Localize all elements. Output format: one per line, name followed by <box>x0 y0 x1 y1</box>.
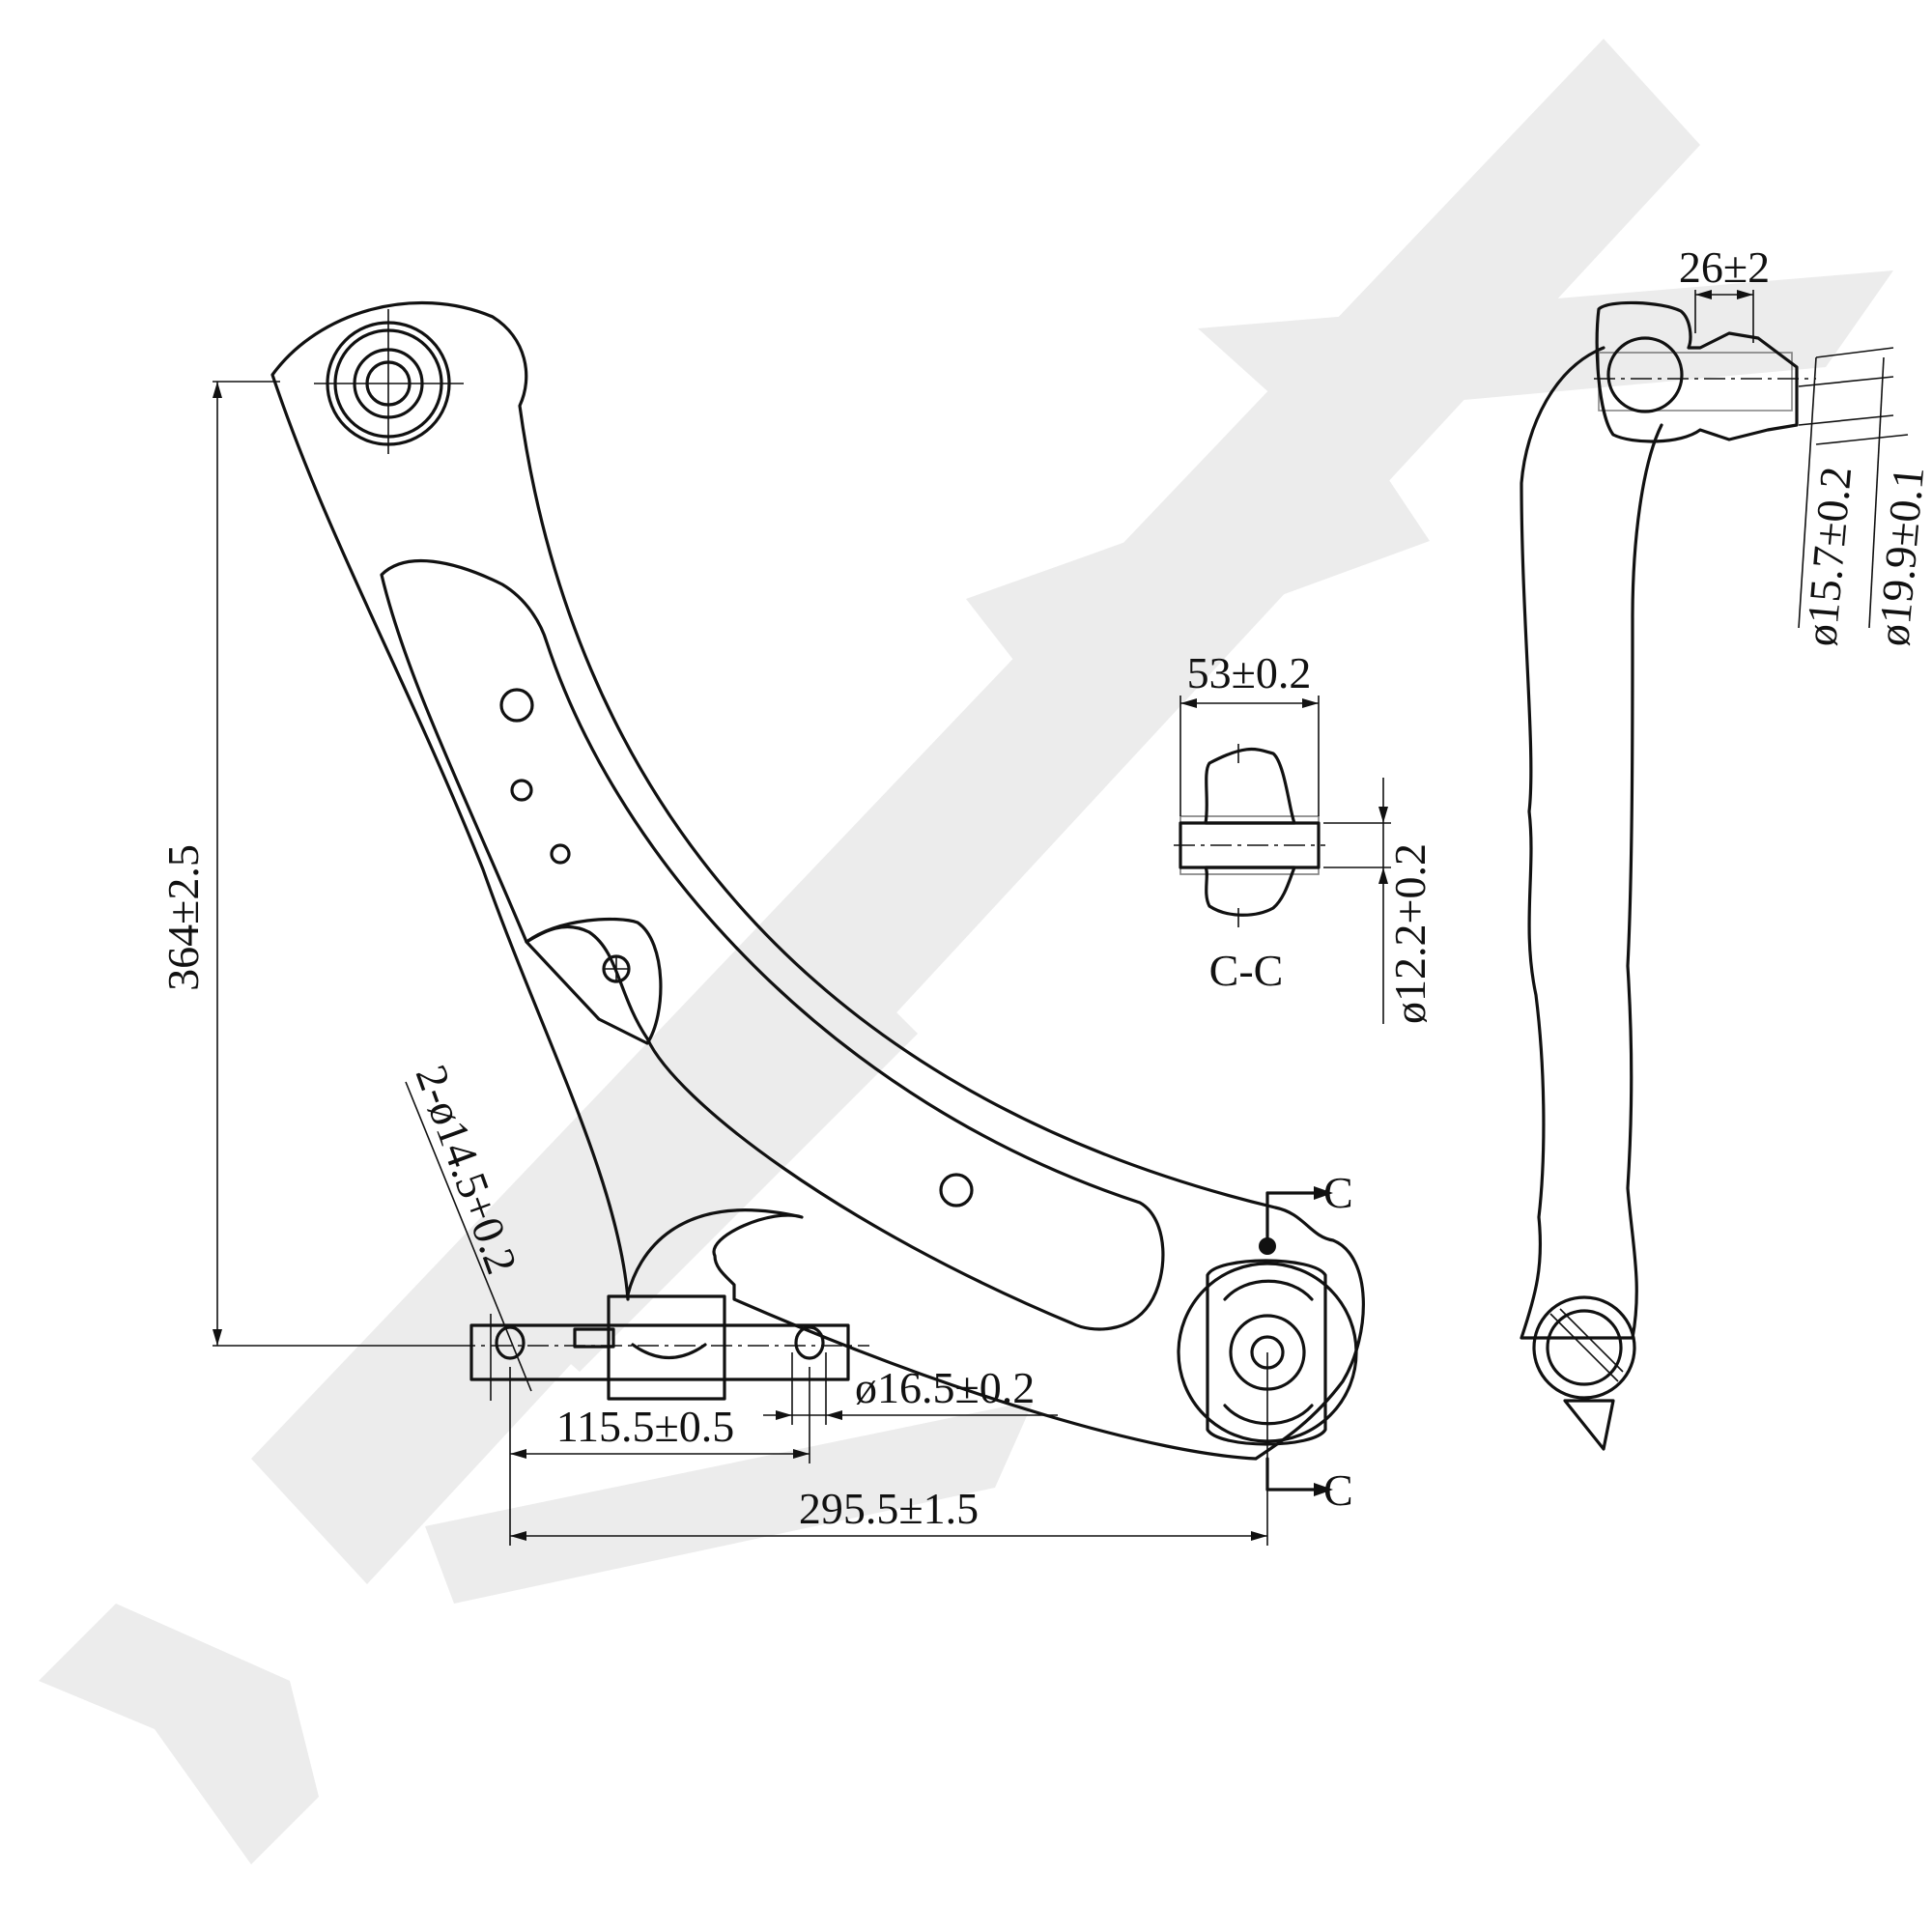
section-markers: C C <box>1259 1168 1353 1515</box>
front-bushing-bracket <box>454 1294 869 1401</box>
control-arm-body <box>270 300 1365 1461</box>
top-ball-joint <box>314 309 464 454</box>
dim-spacing-outer-label: 295.5±1.5 <box>799 1484 979 1533</box>
section-label: C-C <box>1209 946 1284 995</box>
dim-ball-joint-width-label: 26±2 <box>1679 242 1770 292</box>
section-marker-bottom: C <box>1323 1465 1353 1515</box>
section-marker-top: C <box>1323 1168 1353 1217</box>
dim-hole-dia-label: ø16.5±0.2 <box>855 1363 1035 1412</box>
side-view-arm <box>1520 346 1663 1451</box>
watermark-logo <box>39 39 1893 1864</box>
dim-ball-joint-small-label: ø15.7±0.2 <box>1796 465 1861 648</box>
dim-spacing-outer: 295.5±1.5 <box>510 1352 1268 1546</box>
dim-ball-joint-large-label: ø19.9±0.1 <box>1868 465 1932 648</box>
section-cc-detail: 53±0.2 ø12.2+0.2 C-C <box>1174 648 1435 1024</box>
dim-spacing-inner: 115.5±0.5 <box>509 1367 810 1546</box>
dim-bushing-inner-label: ø12.2+0.2 <box>1385 843 1435 1024</box>
dim-height: 364±2.5 <box>158 381 454 1347</box>
dim-bushing-length-label: 53±0.2 <box>1187 648 1312 697</box>
dim-spacing-inner-label: 115.5±0.5 <box>556 1402 735 1451</box>
dim-hole-dia: ø16.5±0.2 <box>763 1352 1058 1425</box>
dim-height-label: 364±2.5 <box>158 844 208 991</box>
side-view-ball-joint: 26±2 ø15.7±0.2 ø19.9±0.1 <box>1594 242 1932 648</box>
